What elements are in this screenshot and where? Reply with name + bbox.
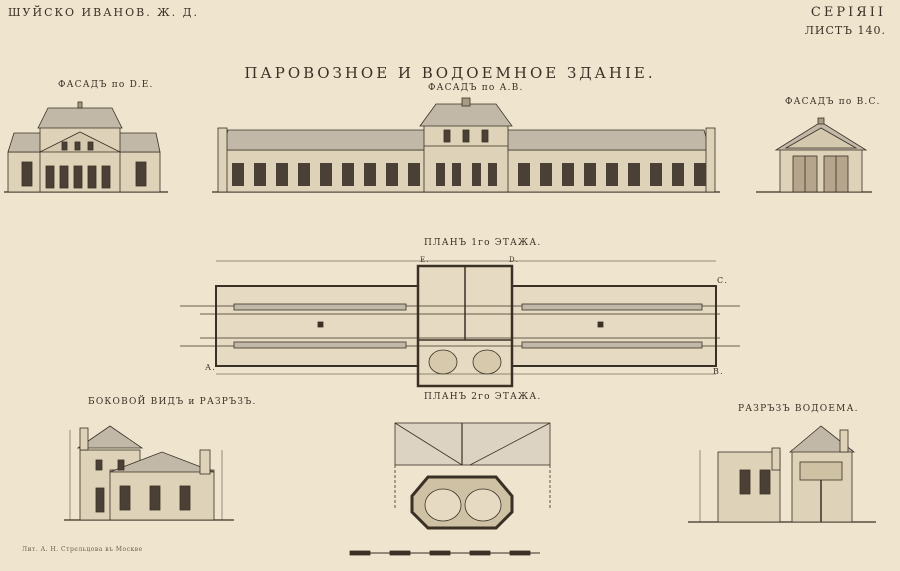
facade-window <box>364 163 376 186</box>
label-side-section: БОКОВОЙ ВИДЪ и РАЗРЪЗЪ. <box>88 397 257 407</box>
plan-first-floor <box>180 260 740 388</box>
facade-window <box>540 163 552 186</box>
page-title: ПАРОВОЗНОЕ И ВОДОЕМНОЕ ЗДАНIЕ. <box>244 64 656 82</box>
facade-window <box>584 163 596 186</box>
facade-window <box>320 163 332 186</box>
series-label: СЕРIЯII <box>810 5 886 20</box>
label-plan-1: ПЛАНЪ 1го ЭТАЖА. <box>424 238 542 248</box>
side-view-section <box>64 425 234 521</box>
facade-window <box>276 163 288 186</box>
plan-mark-b: В. <box>713 367 724 376</box>
facade-de-drawing <box>4 101 168 193</box>
facade-window <box>672 163 684 186</box>
railway-name: ШУЙСКО ИВАНОВ. Ж. Д. <box>8 6 200 19</box>
label-water-section: РАЗРЪЗЪ ВОДОЕМА. <box>738 404 859 414</box>
plan-mark-a: А. <box>205 363 217 372</box>
label-facade-bc: ФАСАДЪ по В.С. <box>785 97 881 107</box>
label-facade-de: ФАСАДЪ по D.E. <box>58 80 154 90</box>
plan-mark-c: С. <box>717 276 729 285</box>
facade-window <box>436 163 445 186</box>
facade-window <box>342 163 354 186</box>
facade-window <box>518 163 530 186</box>
plan-second-floor <box>394 422 551 530</box>
facade-window <box>472 163 481 186</box>
facade-window <box>694 163 706 186</box>
label-plan-2: ПЛАНЪ 2го ЭТАЖА. <box>424 392 542 402</box>
facade-window <box>606 163 618 186</box>
facade-bc-drawing <box>756 117 872 193</box>
facade-window <box>254 163 266 186</box>
facade-window <box>562 163 574 186</box>
plan-mark-e: Е. <box>420 256 430 264</box>
sheet-number: ЛИСТЪ 140. <box>804 24 886 37</box>
lithographer-imprint: Лит. А. Н. Стрельцова въ Москве <box>22 546 143 553</box>
facade-window <box>386 163 398 186</box>
facade-window <box>628 163 640 186</box>
facade-ab-drawing <box>212 97 720 193</box>
scale-bar <box>349 550 540 556</box>
water-tower-section <box>688 425 876 523</box>
label-facade-ab: ФАСАДЪ по А.В. <box>428 83 524 93</box>
facade-window <box>488 163 497 186</box>
facade-window <box>408 163 420 186</box>
sheet-info: СЕРIЯII ЛИСТЪ 140. <box>805 5 886 37</box>
plan-mark-d: D. <box>509 256 519 264</box>
facade-window <box>452 163 461 186</box>
facade-window <box>650 163 662 186</box>
facade-window <box>298 163 310 186</box>
facade-window <box>232 163 244 186</box>
